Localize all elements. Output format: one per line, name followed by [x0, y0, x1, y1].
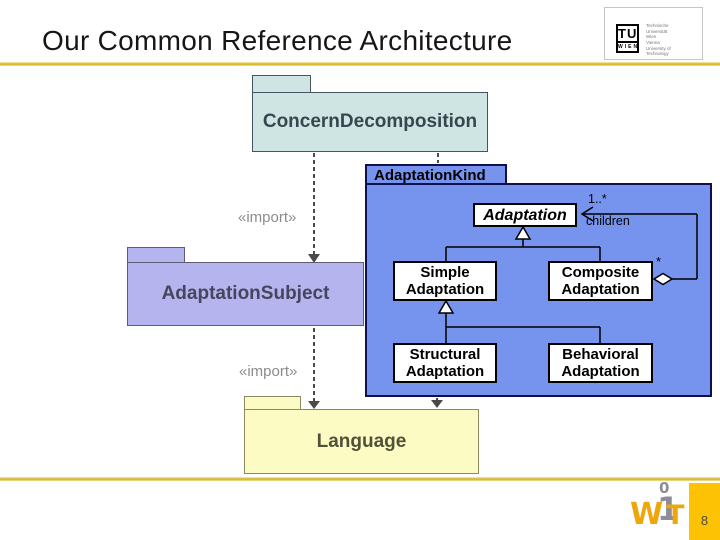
wit-logo-letter-w: W — [630, 497, 664, 532]
tu-wien-logo: TU WIEN Technische Universität Wien Vien… — [604, 7, 703, 60]
package-language-tab — [244, 396, 301, 410]
tu-logo-text-german: Technische Universität Wien — [646, 23, 669, 39]
package-concern-decomposition-tab — [252, 75, 311, 93]
wit-logo-letter-t: T — [666, 500, 685, 531]
label-children-role: children — [586, 214, 630, 228]
label-star-multiplicity: * — [656, 254, 662, 269]
package-label: AdaptationKind — [374, 166, 486, 184]
package-adaptation-kind-tab: AdaptationKind — [365, 164, 507, 184]
dependency-arrowhead — [431, 400, 443, 408]
class-behavioral-adaptation: Behavioral Adaptation — [548, 343, 653, 383]
wit-logo-letter-one: 1 — [657, 490, 680, 528]
label-import-2: «import» — [239, 363, 298, 380]
class-adaptation: Adaptation — [473, 203, 577, 227]
package-adaptation-subject-tab — [127, 247, 185, 263]
wit-logo-letter-zero: 0 — [659, 479, 670, 497]
label-import-1: «import» — [238, 209, 297, 226]
tu-logo-city: WIEN — [618, 44, 640, 50]
tu-logo-text-english: Vienna University of Technology — [646, 40, 671, 56]
page-number-badge: 8 — [689, 483, 720, 540]
package-concern-decomposition: ConcernDecomposition — [252, 92, 488, 152]
class-composite-adaptation: Composite Adaptation — [548, 261, 653, 301]
tu-logo-abbr: TU — [618, 26, 638, 43]
tu-logo-mark: TU WIEN — [616, 24, 639, 53]
package-label: AdaptationSubject — [161, 283, 330, 304]
title-divider — [0, 62, 720, 66]
package-language: Language — [244, 409, 479, 474]
label-multiplicity: 1..* — [588, 192, 607, 206]
package-label: Language — [316, 430, 407, 452]
class-structural-adaptation: Structural Adaptation — [393, 343, 497, 383]
footer-divider — [0, 477, 720, 481]
package-adaptation-subject: AdaptationSubject — [127, 262, 364, 326]
page-number: 8 — [700, 513, 709, 528]
page-title: Our Common Reference Architecture — [42, 25, 513, 56]
class-simple-adaptation: Simple Adaptation — [393, 261, 497, 301]
dependency-arrowhead — [308, 401, 320, 409]
package-label: ConcernDecomposition — [262, 111, 478, 132]
